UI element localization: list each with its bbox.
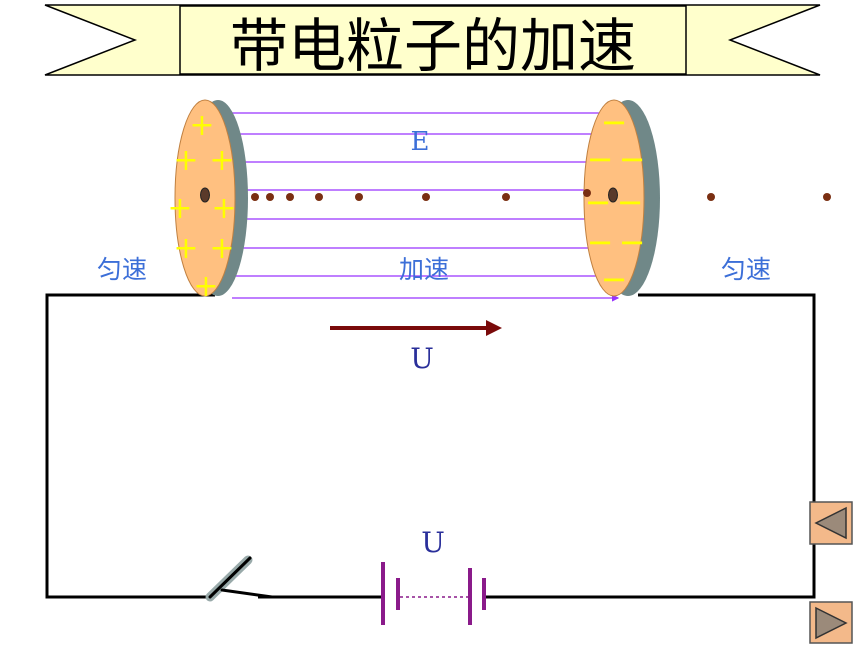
triangle-right-icon: [815, 606, 848, 640]
plate-hole: [200, 187, 210, 203]
next-slide-button[interactable]: [809, 601, 853, 644]
region-label-left: 匀速: [97, 255, 147, 284]
charge-plus: +: [173, 231, 198, 266]
charge-plus: +: [209, 143, 234, 178]
particle-trajectory: [251, 189, 831, 201]
particle-dot: [707, 193, 715, 201]
particle-dot: [502, 193, 510, 201]
page-title: 带电粒子的加速: [230, 12, 636, 80]
charge-plus: +: [173, 143, 198, 178]
prev-slide-button[interactable]: [809, 501, 853, 545]
wire-right: [484, 293, 816, 599]
particle-dot: [266, 193, 274, 201]
charge-minus: −: [587, 223, 614, 261]
particle-dot: [315, 193, 323, 201]
charge-plus: +: [167, 191, 192, 226]
wire-left: [45, 293, 215, 599]
battery-voltage-label: U: [421, 526, 445, 559]
region-label-middle: 加速: [399, 255, 449, 284]
circuit-wire: [45, 293, 816, 599]
battery-icon: [381, 562, 486, 625]
charge-minus: −: [587, 140, 614, 178]
charge-minus: −: [601, 103, 628, 141]
triangle-left-icon: [814, 506, 847, 540]
charge-minus: −: [619, 140, 646, 178]
plate-hole: [608, 187, 618, 203]
switch-icon: [205, 555, 274, 602]
negative-plate: − − − − − − − −: [583, 99, 660, 298]
charge-plus: +: [211, 191, 236, 226]
charge-plus: +: [189, 108, 214, 143]
charge-plus: +: [209, 231, 234, 266]
title-banner: 带电粒子的加速: [44, 4, 821, 80]
region-label-right: 匀速: [721, 255, 771, 284]
positive-plate: + + + + + + + +: [167, 99, 248, 304]
plate-charges-positive: + + + + + + + +: [167, 108, 236, 304]
particle-dot: [823, 193, 831, 201]
plate-charges-negative: − − − − − − − −: [585, 103, 646, 298]
charge-minus: −: [617, 183, 644, 221]
particle-dot: [286, 193, 294, 201]
voltage-arrow-label: U: [410, 342, 434, 375]
voltage-arrow: [330, 320, 502, 336]
title-frame: [179, 5, 687, 75]
particle-dot: [422, 193, 430, 201]
charge-minus: −: [619, 223, 646, 261]
particle-dot: [355, 193, 363, 201]
field-label: E: [411, 127, 430, 157]
electric-field-lines: [232, 109, 620, 302]
charge-minus: −: [601, 260, 628, 298]
particle-dot: [251, 193, 259, 201]
charge-plus: +: [193, 269, 218, 304]
particle-dot: [583, 189, 591, 197]
charge-minus: −: [585, 183, 612, 221]
